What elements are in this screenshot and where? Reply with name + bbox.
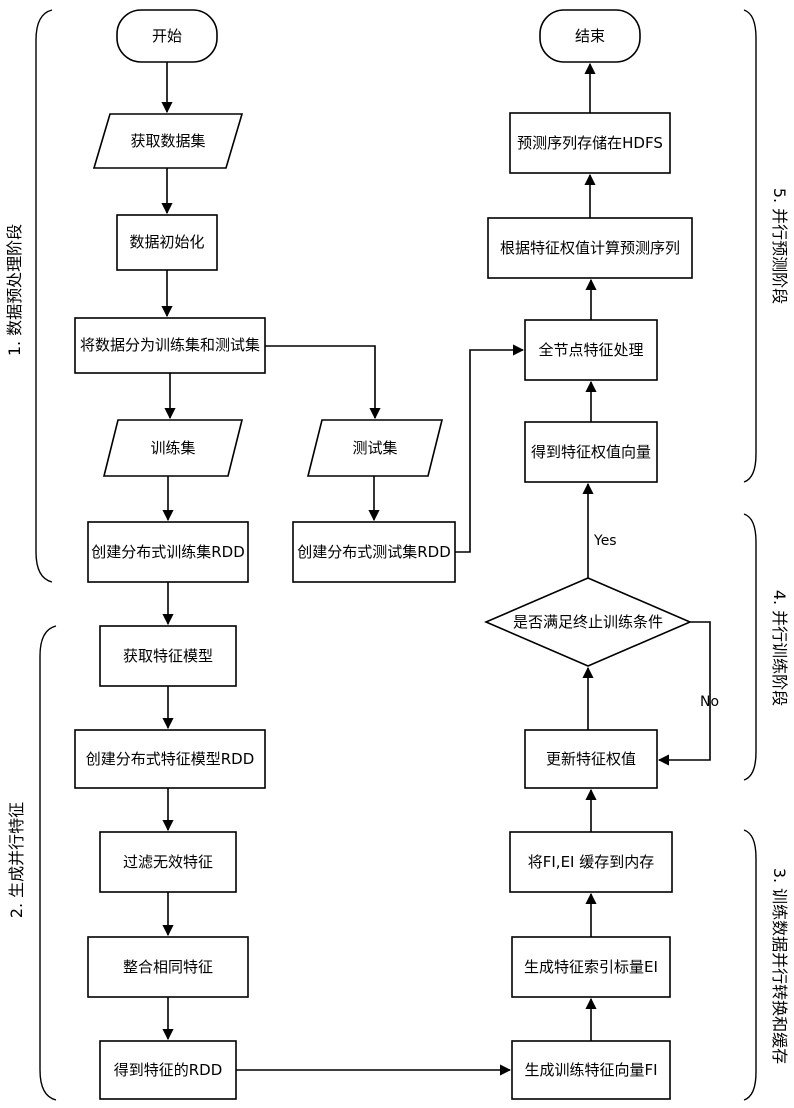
edge-split-test (265, 346, 375, 418)
compute-pred-label: 根据特征权值计算预测序列 (500, 239, 680, 257)
data-init-process: 数据初始化 (117, 215, 217, 270)
get-dataset-label: 获取数据集 (130, 132, 205, 150)
stage-2-label: 2. 生成并行特征 (7, 802, 26, 918)
compute-pred-process: 根据特征权值计算预测序列 (488, 218, 692, 278)
rdd-test-process: 创建分布式测试集RDD (293, 522, 455, 582)
get-dataset-io: 获取数据集 (94, 114, 242, 168)
rdd-feature-model-process: 创建分布式特征模型RDD (75, 730, 265, 788)
stage-1-label: 1. 数据预处理阶段 (5, 224, 24, 356)
rdd-feature-model-label: 创建分布式特征模型RDD (86, 750, 255, 768)
filter-process: 过滤无效特征 (100, 832, 236, 892)
test-set-io: 测试集 (308, 420, 442, 476)
end-terminal: 结束 (540, 10, 640, 62)
brace-stage-5 (744, 10, 756, 482)
stage-4-label: 4. 并行训练阶段 (770, 590, 789, 706)
no-label: No (700, 694, 719, 710)
yes-label: Yes (593, 533, 617, 549)
decision-diamond: 是否满足终止训练条件 (486, 578, 690, 666)
feature-rdd-label: 得到特征的RDD (114, 1061, 223, 1079)
filter-label: 过滤无效特征 (123, 853, 213, 871)
start-terminal: 开始 (117, 10, 217, 62)
start-label: 开始 (152, 27, 182, 45)
update-weight-process: 更新特征权值 (525, 730, 657, 788)
weight-vector-process: 得到特征权值向量 (525, 422, 657, 482)
cache-process: 将FI,EI 缓存到内存 (510, 832, 672, 892)
edge-decision-no (659, 622, 710, 760)
train-set-label: 训练集 (150, 439, 195, 457)
stage-3-label: 3. 训练数据并行转换和缓存 (770, 868, 789, 1064)
brace-stage-4 (744, 514, 756, 780)
split-process: 将数据分为训练集和测试集 (75, 318, 265, 373)
rdd-test-label: 创建分布式测试集RDD (297, 543, 451, 561)
train-set-io: 训练集 (104, 420, 242, 476)
data-init-label: 数据初始化 (129, 233, 204, 251)
all-node-process: 全节点特征处理 (525, 320, 657, 380)
gen-ei-label: 生成特征索引标量EI (524, 958, 658, 976)
rdd-train-process: 创建分布式训练集RDD (88, 522, 248, 582)
cache-label: 将FI,EI 缓存到内存 (528, 853, 655, 871)
feature-rdd-process: 得到特征的RDD (100, 1041, 236, 1099)
store-hdfs-process: 预测序列存储在HDFS (510, 113, 670, 173)
end-label: 结束 (575, 27, 605, 45)
weight-vector-label: 得到特征权值向量 (531, 443, 651, 461)
stage-5-label: 5. 并行预测阶段 (770, 188, 789, 304)
gen-fi-label: 生成训练特征向量FI (524, 1061, 657, 1079)
decision-label: 是否满足终止训练条件 (513, 613, 663, 631)
get-feature-model-process: 获取特征模型 (100, 626, 236, 686)
brace-stage-3 (744, 830, 756, 1100)
split-label: 将数据分为训练集和测试集 (80, 336, 260, 354)
test-set-label: 测试集 (352, 439, 397, 457)
store-hdfs-label: 预测序列存储在HDFS (517, 134, 663, 152)
update-weight-label: 更新特征权值 (546, 750, 636, 768)
gen-fi-process: 生成训练特征向量FI (512, 1041, 670, 1099)
brace-stage-1 (36, 10, 52, 582)
merge-process: 整合相同特征 (88, 937, 248, 997)
brace-stage-2 (40, 626, 56, 1100)
edge-rddtest-allnode (455, 350, 523, 552)
all-node-label: 全节点特征处理 (538, 341, 643, 359)
merge-label: 整合相同特征 (123, 958, 213, 976)
get-feature-model-label: 获取特征模型 (123, 647, 213, 665)
gen-ei-process: 生成特征索引标量EI (512, 937, 670, 997)
rdd-train-label: 创建分布式训练集RDD (91, 543, 245, 561)
